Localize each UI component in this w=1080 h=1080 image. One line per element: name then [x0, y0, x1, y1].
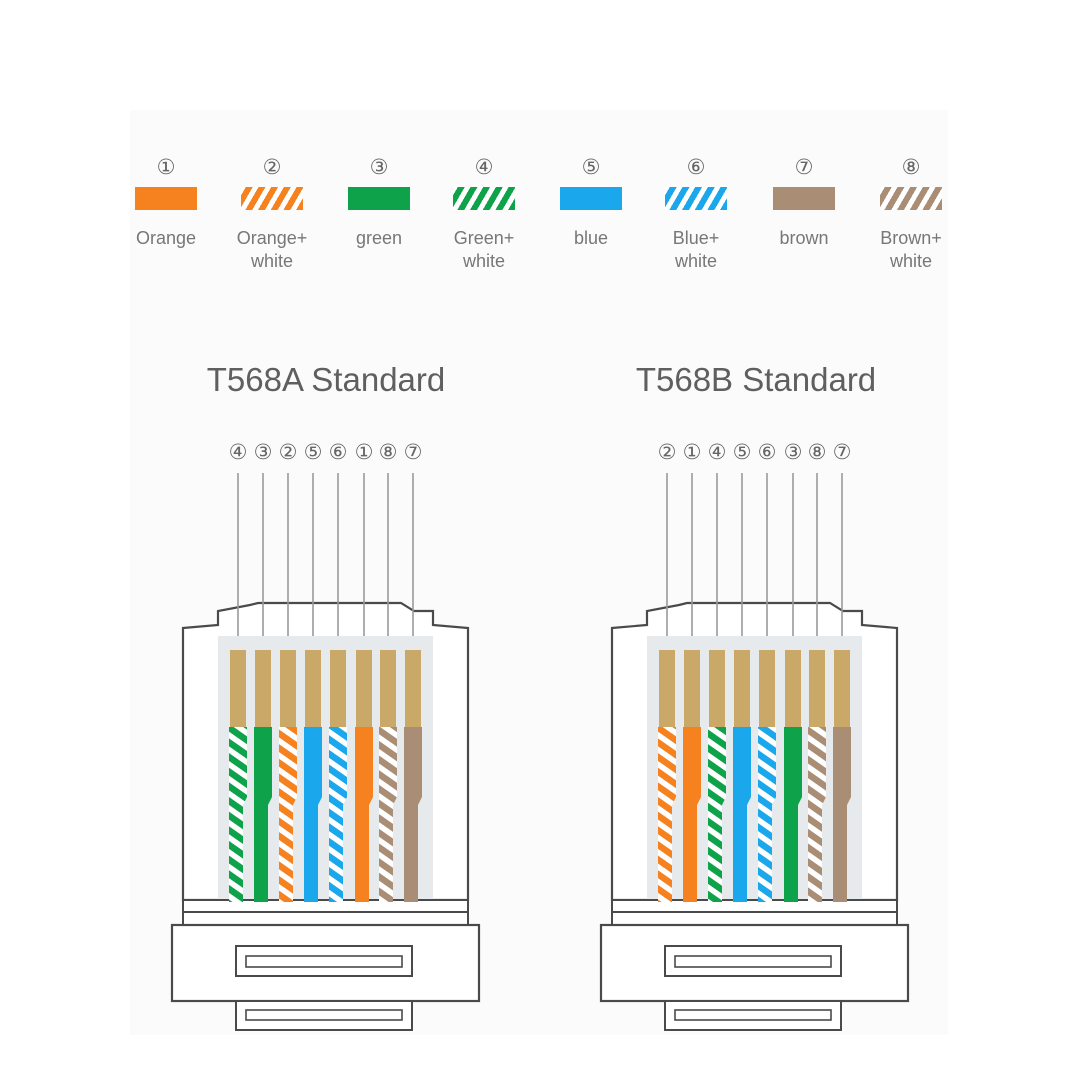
legend-number: ②	[262, 155, 282, 179]
gold-contact	[230, 650, 246, 727]
gold-contact	[356, 650, 372, 727]
pin-number-label: ⑧	[808, 440, 827, 464]
wire-brown	[833, 727, 851, 902]
legend-label: blue	[573, 228, 609, 248]
legend-item-1: ① Orange	[111, 150, 221, 250]
latch-slot-inner	[674, 955, 832, 968]
gold-contact	[785, 650, 801, 727]
pin-number-label: ⑧	[379, 440, 398, 464]
wire-brown	[404, 727, 422, 902]
striped-green-white-swatch-icon	[453, 187, 515, 210]
legend-number: ⑧	[901, 155, 921, 179]
gold-contact	[734, 650, 750, 727]
gold-contact	[280, 650, 296, 727]
t568a-standard-title: T568A Standard	[206, 361, 446, 398]
solid-green-swatch-icon	[348, 187, 410, 210]
legend-item-6: ⑥ Blue+ white	[641, 150, 751, 273]
solid-brown-swatch-icon	[773, 187, 835, 210]
wire-orange-white	[279, 727, 297, 902]
wire-green-white	[229, 727, 247, 902]
legend-item-7: ⑦ brown	[749, 150, 859, 250]
wire-blue	[304, 727, 322, 902]
housing-cavity	[218, 636, 433, 902]
gold-contact	[709, 650, 725, 727]
legend-number: ⑤	[581, 155, 601, 179]
latch-slot-inner	[245, 955, 403, 968]
gold-contact	[305, 650, 321, 727]
legend-label: green	[355, 228, 403, 248]
pin-number-label: ⑥	[329, 440, 348, 464]
pin-number-label: ①	[355, 440, 374, 464]
wire-brown-white	[808, 727, 826, 902]
wire-green-white	[708, 727, 726, 902]
housing-ridge	[611, 911, 898, 926]
pin-number-label: ②	[658, 440, 677, 464]
legend-label: brown	[779, 228, 829, 248]
gold-contact	[834, 650, 850, 727]
wire-orange-white	[658, 727, 676, 902]
pin-number-label: ⑤	[733, 440, 752, 464]
pin-number-label: ⑤	[304, 440, 323, 464]
wire-brown-white	[379, 727, 397, 902]
legend-label: Green+ white	[453, 228, 515, 271]
legend-label: Brown+ white	[880, 228, 942, 271]
gold-contact	[255, 650, 271, 727]
wire-orange	[355, 727, 373, 902]
wire-blue-white	[758, 727, 776, 902]
pin-number-label: ⑥	[758, 440, 777, 464]
legend-number: ④	[474, 155, 494, 179]
wire-green	[784, 727, 802, 902]
legend-item-2: ② Orange+ white	[217, 150, 327, 273]
striped-blue-white-swatch-icon	[665, 187, 727, 210]
pin-number-label: ③	[784, 440, 803, 464]
legend-item-5: ⑤ blue	[536, 150, 646, 250]
housing-ridge	[611, 899, 898, 913]
legend-number: ⑥	[686, 155, 706, 179]
pin-number-label: ④	[708, 440, 727, 464]
pin-number-label: ⑦	[833, 440, 852, 464]
gold-contact	[380, 650, 396, 727]
wire-blue	[733, 727, 751, 902]
legend-item-8: ⑧ Brown+ white	[856, 150, 966, 273]
legend-item-4: ④ Green+ white	[429, 150, 539, 273]
legend-label: Orange+ white	[236, 228, 308, 271]
wire-green	[254, 727, 272, 902]
legend-number: ③	[369, 155, 389, 179]
wire-blue-white	[329, 727, 347, 902]
t568b-standard-title: T568B Standard	[635, 361, 877, 398]
solid-orange-swatch-icon	[135, 187, 197, 210]
legend-number: ①	[156, 155, 176, 179]
pin-number-label: ②	[279, 440, 298, 464]
latch-tab-inner	[245, 1009, 403, 1021]
legend-label: Orange	[135, 228, 197, 248]
legend-item-3: ③ green	[324, 150, 434, 250]
solid-blue-swatch-icon	[560, 187, 622, 210]
striped-brown-white-swatch-icon	[880, 187, 942, 210]
pin-number-label: ⑦	[404, 440, 423, 464]
pin-number-label: ③	[254, 440, 273, 464]
pin-number-label: ④	[229, 440, 248, 464]
pin-number-label: ①	[683, 440, 702, 464]
legend-label: Blue+ white	[672, 228, 720, 271]
gold-contact	[809, 650, 825, 727]
gold-contact	[659, 650, 675, 727]
striped-orange-white-swatch-icon	[241, 187, 303, 210]
housing-cavity	[647, 636, 862, 902]
gold-contact	[330, 650, 346, 727]
latch-tab-inner	[674, 1009, 832, 1021]
legend-number: ⑦	[794, 155, 814, 179]
gold-contact	[759, 650, 775, 727]
wire-orange	[683, 727, 701, 902]
gold-contact	[684, 650, 700, 727]
gold-contact	[405, 650, 421, 727]
